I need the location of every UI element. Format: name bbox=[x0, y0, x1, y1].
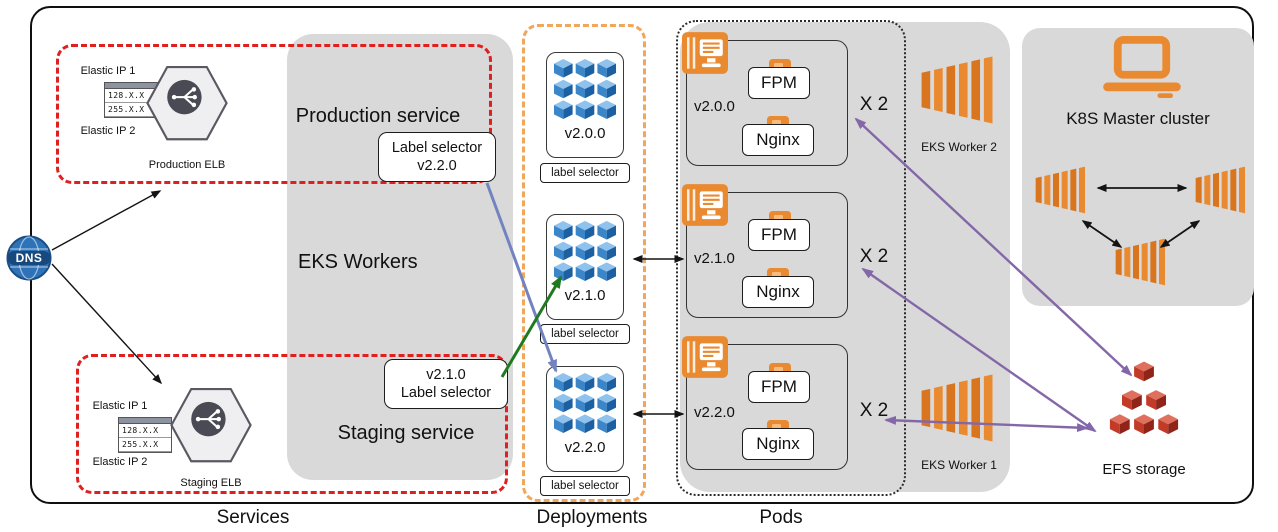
nginx-label: Nginx bbox=[756, 130, 800, 149]
fpm-container-box: FPM bbox=[748, 67, 810, 99]
pod-scale-label: X 2 bbox=[859, 400, 889, 421]
production-service-title: Production service bbox=[295, 104, 461, 127]
eks-worker2-label: EKS Worker 2 bbox=[921, 140, 997, 154]
production-eip2-label: Elastic IP 2 bbox=[80, 125, 136, 137]
eks-worker1-icon bbox=[921, 374, 993, 442]
deployment-label-selector: label selector bbox=[540, 163, 630, 183]
production-label-selector-box: Label selector v2.2.0 bbox=[378, 132, 496, 182]
label-selector-text: label selector bbox=[551, 480, 619, 492]
footer-deployments-label: Deployments bbox=[536, 507, 648, 528]
deployment-cubes-icon bbox=[554, 59, 616, 119]
staging-label-selector-box: v2.1.0 Label selector bbox=[384, 359, 508, 409]
fpm-container-box: FPM bbox=[748, 219, 810, 251]
pod-monitor-icon bbox=[682, 336, 728, 378]
dns-node: DNS bbox=[6, 235, 52, 281]
deployment-cubes-icon bbox=[554, 221, 616, 281]
production-eip1-label: Elastic IP 1 bbox=[80, 65, 136, 77]
fpm-label: FPM bbox=[761, 73, 797, 92]
deployment-label-selector: label selector bbox=[540, 476, 630, 496]
deployment-cubes-icon bbox=[554, 373, 616, 433]
selector-line: v2.1.0 bbox=[426, 366, 466, 383]
label-selector-text: label selector bbox=[551, 328, 619, 340]
pod-scale-label: X 2 bbox=[859, 246, 889, 267]
nginx-label: Nginx bbox=[756, 434, 800, 453]
selector-line: Label selector bbox=[391, 139, 483, 156]
ip-row: 255.X.X bbox=[119, 438, 171, 452]
nginx-container-box: Nginx bbox=[742, 124, 814, 156]
staging-elb-icon bbox=[170, 387, 252, 463]
pod-scale-label: X 2 bbox=[859, 94, 889, 115]
staging-service-group bbox=[76, 354, 508, 494]
pod-version: v2.2.0 bbox=[694, 404, 735, 421]
ip-table-header bbox=[119, 418, 171, 424]
deployment-label-selector: label selector bbox=[540, 324, 630, 344]
deployment-version: v2.1.0 bbox=[564, 286, 606, 304]
deployment-version: v2.2.0 bbox=[564, 438, 606, 456]
production-ip-table: 128.X.X 255.X.X bbox=[104, 82, 158, 118]
deployment-version: v2.0.0 bbox=[564, 124, 606, 142]
footer-services-label: Services bbox=[216, 507, 290, 528]
pod-v220 bbox=[686, 344, 848, 470]
dns-label: DNS bbox=[15, 251, 43, 265]
eks-workers-label: EKS Workers bbox=[298, 251, 418, 273]
master-node-icon bbox=[1115, 238, 1165, 286]
production-elb-label: Production ELB bbox=[148, 159, 226, 171]
fpm-label: FPM bbox=[761, 225, 797, 244]
efs-storage-icon bbox=[1109, 361, 1179, 435]
pod-monitor-icon bbox=[682, 32, 728, 74]
pod-v210 bbox=[686, 192, 848, 318]
staging-ip-table: 128.X.X 255.X.X bbox=[118, 417, 172, 453]
pod-version: v2.1.0 bbox=[694, 250, 735, 267]
selector-line: v2.2.0 bbox=[417, 158, 457, 174]
eks-worker2-icon bbox=[921, 56, 993, 124]
label-selector-text: label selector bbox=[551, 167, 619, 179]
master-node-icon bbox=[1035, 166, 1085, 214]
staging-elb-label: Staging ELB bbox=[180, 477, 242, 489]
ip-row: 128.X.X bbox=[105, 89, 157, 103]
fpm-container-box: FPM bbox=[748, 371, 810, 403]
master-laptop-icon bbox=[1100, 36, 1184, 100]
master-cluster-title: K8S Master cluster bbox=[1066, 109, 1210, 128]
ip-table-header bbox=[105, 83, 157, 89]
footer-pods-label: Pods bbox=[759, 507, 803, 528]
staging-eip2-label: Elastic IP 2 bbox=[92, 456, 148, 468]
ip-row: 128.X.X bbox=[119, 424, 171, 438]
nginx-container-box: Nginx bbox=[742, 276, 814, 308]
pod-v200 bbox=[686, 40, 848, 166]
ip-row: 255.X.X bbox=[105, 103, 157, 117]
efs-storage-label: EFS storage bbox=[1102, 460, 1186, 478]
dns-globe-icon bbox=[6, 235, 52, 281]
nginx-container-box: Nginx bbox=[742, 428, 814, 460]
fpm-label: FPM bbox=[761, 377, 797, 396]
selector-line: Label selector bbox=[400, 385, 492, 401]
pod-version: v2.0.0 bbox=[694, 98, 735, 115]
pod-monitor-icon bbox=[682, 184, 728, 226]
master-node-icon bbox=[1195, 166, 1245, 214]
staging-eip1-label: Elastic IP 1 bbox=[92, 400, 148, 412]
eks-worker1-label: EKS Worker 1 bbox=[921, 458, 997, 472]
nginx-label: Nginx bbox=[756, 282, 800, 301]
production-service-group bbox=[56, 44, 492, 184]
staging-service-title: Staging service bbox=[337, 421, 475, 444]
production-elb-icon bbox=[146, 65, 228, 141]
